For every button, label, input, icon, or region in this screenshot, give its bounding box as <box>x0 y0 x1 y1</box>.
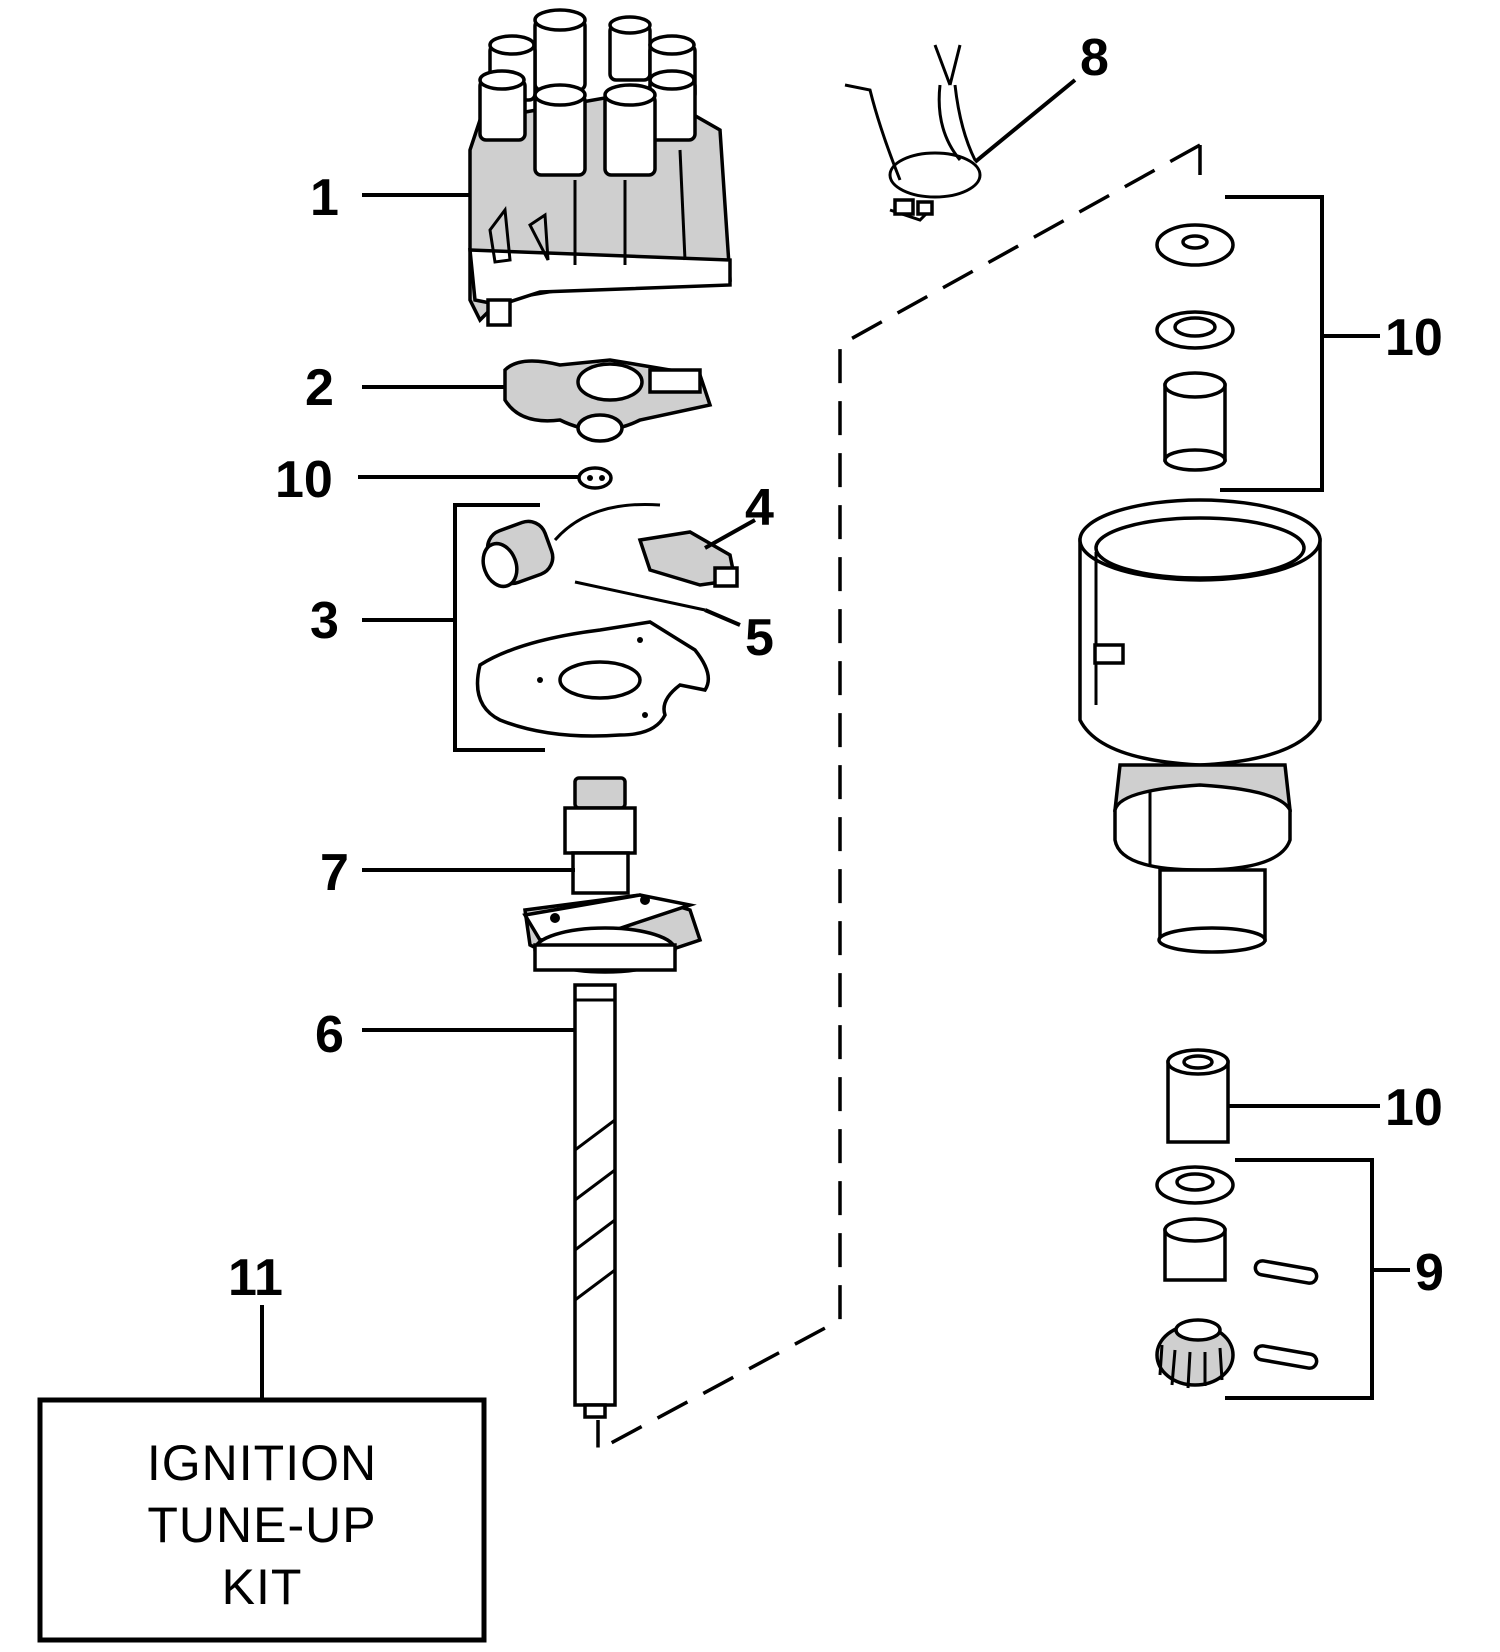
callout-9: 9 <box>1415 1244 1444 1302</box>
callout-10-upper: 10 <box>1385 309 1443 367</box>
callout-5: 5 <box>745 609 774 667</box>
callout-8: 8 <box>1080 29 1109 87</box>
kit-line-3: KIT <box>222 1559 303 1615</box>
breaker-plate-assembly <box>453 502 739 752</box>
kit-line-2: TUNE-UP <box>147 1497 376 1553</box>
drive-gear-set <box>1155 1158 1374 1400</box>
rotor <box>503 358 713 443</box>
callout-11: 11 <box>228 1249 283 1307</box>
clip <box>577 466 613 490</box>
distributor-shaft <box>573 983 617 1419</box>
advance-mechanism <box>522 776 703 974</box>
callout-10-clip: 10 <box>275 451 333 509</box>
callout-numbers: 1 2 10 3 4 5 7 6 8 10 10 9 11 <box>228 29 1444 1307</box>
callout-10-lower: 10 <box>1385 1079 1443 1137</box>
distributor-cap <box>468 8 732 327</box>
distributor-housing <box>1078 498 1322 954</box>
leader-lines <box>260 78 1410 1400</box>
callout-3: 3 <box>310 592 339 650</box>
callout-4: 4 <box>745 479 774 537</box>
callout-7: 7 <box>320 844 349 902</box>
callout-2: 2 <box>305 359 334 417</box>
callout-1: 1 <box>310 169 339 227</box>
upper-bushing-set <box>1155 195 1324 492</box>
wire-harness <box>844 44 982 222</box>
lower-bushing <box>1166 1048 1230 1144</box>
callout-6: 6 <box>315 1006 344 1064</box>
alignment-dashed-line <box>596 143 1202 1453</box>
kit-line-1: IGNITION <box>147 1435 377 1491</box>
ignition-tune-up-kit-box: IGNITION TUNE-UP KIT <box>37 1397 487 1643</box>
